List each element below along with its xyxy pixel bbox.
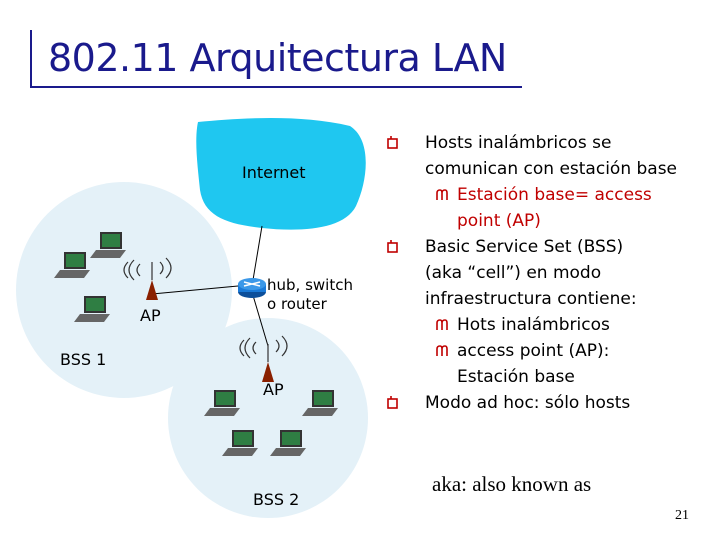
- router-icon: [238, 278, 266, 298]
- sub-bullet-item: access point (AP): Estación base: [385, 338, 705, 390]
- sub-bullet-item: Estación base= access point (AP): [385, 182, 705, 234]
- laptop-icon: [204, 390, 240, 416]
- laptop-icon: [270, 430, 306, 456]
- page-number: 21: [675, 508, 689, 523]
- ap1-label: AP: [140, 306, 161, 325]
- bullet-text: Modo ad hoc: sólo hosts: [425, 393, 631, 413]
- laptop-icon: [74, 296, 110, 322]
- bullet-text: Estación base= access: [457, 185, 652, 205]
- sub-bullet-icon: [436, 345, 448, 356]
- bullet-text: point (AP): [457, 211, 541, 231]
- ap2-label: AP: [263, 380, 284, 399]
- bullet-text: Hots inalámbricos: [457, 315, 610, 335]
- footnote: aka: also known as: [432, 472, 592, 496]
- sub-bullet-icon: [436, 189, 448, 200]
- bullet-item: Modo ad hoc: sólo hosts: [385, 390, 705, 416]
- bullet-text: Hosts inalámbricos se: [425, 133, 612, 153]
- laptop-icon: [222, 430, 258, 456]
- bullet-text: (aka “cell”) en modo: [425, 263, 602, 283]
- link-ap1-hub: [151, 285, 239, 295]
- slide-title: 802.11 Arquitectura LAN: [48, 36, 507, 80]
- bullet-text: infraestructura contiene:: [425, 289, 637, 309]
- bss1-label: BSS 1: [60, 350, 107, 369]
- hub-label-line1: hub, switch: [267, 276, 353, 294]
- laptop-icon: [302, 390, 338, 416]
- internet-cloud: [196, 118, 366, 230]
- bullet-text: comunican con estación base: [425, 159, 678, 179]
- laptop-icon: [90, 232, 126, 258]
- internet-label: Internet: [242, 163, 306, 182]
- sub-bullet-icon: [436, 319, 448, 330]
- access-point-2-icon: [239, 335, 288, 382]
- link-internet-hub: [251, 225, 263, 287]
- bullet-item: Basic Service Set (BSS) (aka “cell”) en …: [385, 234, 705, 312]
- bss2-label: BSS 2: [253, 490, 300, 509]
- laptop-icon: [54, 252, 90, 278]
- hub-label-line2: o router: [267, 295, 327, 313]
- bss1-cell: [16, 182, 232, 398]
- bullet-square-icon: [387, 136, 398, 149]
- sub-bullet-item: Hots inalámbricos: [385, 312, 705, 338]
- bullet-list: Hosts inalámbricos se comunican con esta…: [385, 130, 705, 416]
- bullet-text: access point (AP):: [457, 341, 610, 361]
- bullet-text: Estación base: [457, 367, 575, 387]
- bullet-item: Hosts inalámbricos se comunican con esta…: [385, 130, 705, 182]
- bullet-text: Basic Service Set (BSS): [425, 237, 624, 257]
- bullet-square-icon: [387, 240, 398, 253]
- access-point-1-icon: [123, 257, 172, 300]
- bullet-square-icon: [387, 396, 398, 409]
- link-hub-ap2: [251, 291, 269, 347]
- bss2-cell: [168, 318, 368, 518]
- title-frame: [30, 30, 522, 88]
